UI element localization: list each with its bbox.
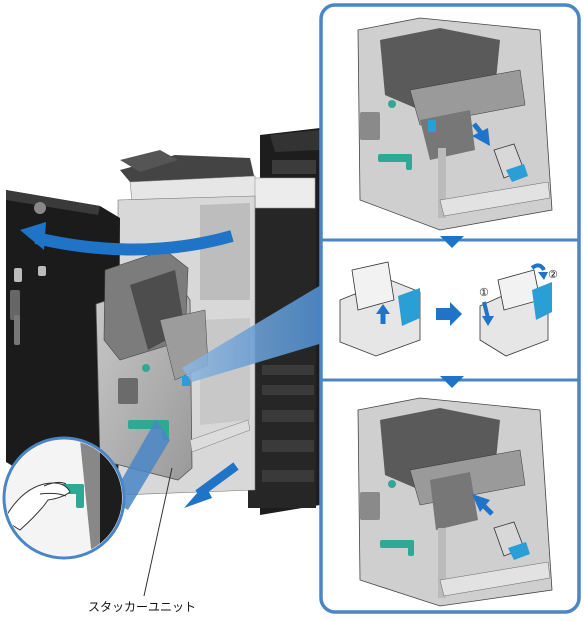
detail-panel: ① ② — [319, 3, 581, 614]
front-door-open — [6, 190, 120, 520]
pull-out-arrow-icon — [184, 462, 239, 508]
down-triangle-icon — [440, 236, 464, 248]
zoom-connector — [182, 282, 326, 382]
callout-leader — [143, 467, 173, 597]
rotate-arrow-icon — [20, 222, 234, 256]
hand-icon — [6, 481, 71, 531]
hand-inset — [2, 420, 170, 560]
up-arrow-icon — [376, 304, 390, 324]
step1-remove-cartridge — [357, 17, 553, 231]
step-marker-2: ② — [548, 268, 558, 281]
down-triangle-icon — [440, 376, 464, 388]
step3-insert-cartridge — [357, 397, 553, 607]
step2-replace-staples: ① ② — [339, 261, 558, 357]
remove-arrow-icon — [472, 122, 490, 146]
stacker-unit — [95, 249, 251, 481]
insert-arrow-icon — [472, 494, 494, 516]
step-marker-1: ① — [479, 286, 489, 299]
right-arrow-icon — [436, 302, 462, 326]
insert-arrow-icon — [482, 263, 548, 326]
stacker-unit-label: スタッカーユニット — [88, 600, 197, 614]
